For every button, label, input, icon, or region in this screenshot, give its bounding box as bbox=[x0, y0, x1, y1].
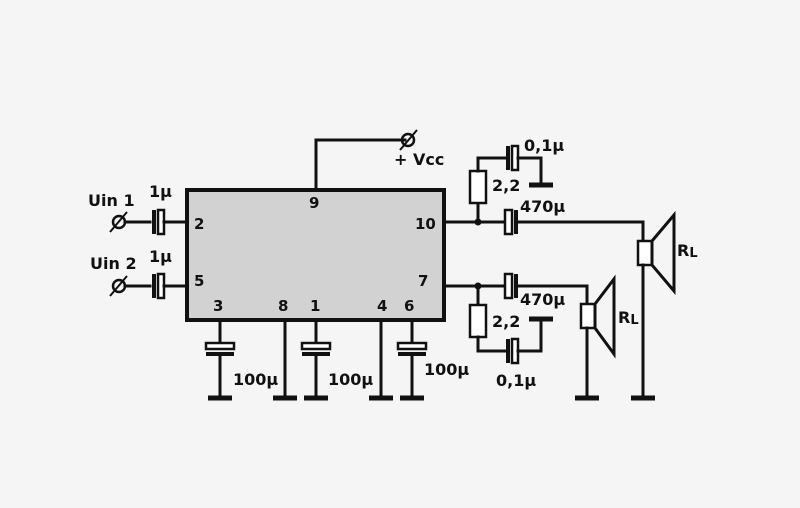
speaker-1-cone bbox=[650, 210, 676, 296]
pin-6-label: 6 bbox=[404, 297, 414, 315]
input-1-label: Uin 1 bbox=[88, 191, 135, 210]
pin-4-label: 4 bbox=[377, 297, 387, 315]
resistor-top bbox=[468, 169, 488, 205]
rl-top-label: RL bbox=[677, 241, 698, 261]
input-1-cap-label: 1μ bbox=[149, 182, 172, 201]
speaker-2-cone bbox=[593, 274, 616, 359]
pin-1-label: 1 bbox=[310, 297, 320, 315]
c-out-2-label: 470μ bbox=[520, 290, 565, 309]
pin-10-label: 10 bbox=[415, 215, 436, 233]
ic-body bbox=[185, 188, 446, 322]
output-2-circuit bbox=[442, 272, 616, 401]
c-snub-bottom-label: 0,1μ bbox=[496, 371, 536, 390]
pin-4-ground bbox=[369, 318, 393, 401]
speaker-2-magnet bbox=[579, 302, 597, 330]
input-2-label: Uin 2 bbox=[90, 254, 137, 273]
speaker-1-magnet bbox=[636, 239, 654, 267]
pin-3-cap-label: 100μ bbox=[233, 370, 278, 389]
output-1-circuit bbox=[442, 144, 676, 401]
pin-6-capacitor bbox=[396, 318, 428, 401]
pin-7-label: 7 bbox=[418, 272, 428, 290]
vcc-label: + Vcc bbox=[394, 150, 444, 169]
pin-3-label: 3 bbox=[213, 297, 223, 315]
c-out-1-label: 470μ bbox=[520, 197, 565, 216]
output-cap-2 bbox=[503, 272, 514, 300]
c-snub-top-label: 0,1μ bbox=[524, 136, 564, 155]
input-2-cap-label: 1μ bbox=[149, 247, 172, 266]
vcc-connection bbox=[314, 129, 418, 192]
resistor-bottom bbox=[468, 303, 488, 339]
pin-1-cap-label: 100μ bbox=[328, 370, 373, 389]
pin-1-capacitor bbox=[300, 318, 332, 401]
pin-2-label: 2 bbox=[194, 215, 204, 233]
pin-9-label: 9 bbox=[309, 194, 319, 212]
pin-5-label: 5 bbox=[194, 272, 204, 290]
vcc-terminal bbox=[400, 132, 416, 148]
pin-6-cap-label: 100μ bbox=[424, 360, 469, 379]
output-cap-1 bbox=[503, 208, 514, 236]
r-bottom-label: 2,2 bbox=[492, 312, 520, 331]
pin-3-capacitor bbox=[204, 318, 236, 401]
input-2-circuit bbox=[109, 272, 189, 300]
pin-8-label: 8 bbox=[278, 297, 288, 315]
r-top-label: 2,2 bbox=[492, 176, 520, 195]
input-1-circuit bbox=[109, 208, 189, 236]
rl-bottom-label: RL bbox=[618, 308, 639, 328]
pin-8-ground bbox=[273, 318, 297, 401]
